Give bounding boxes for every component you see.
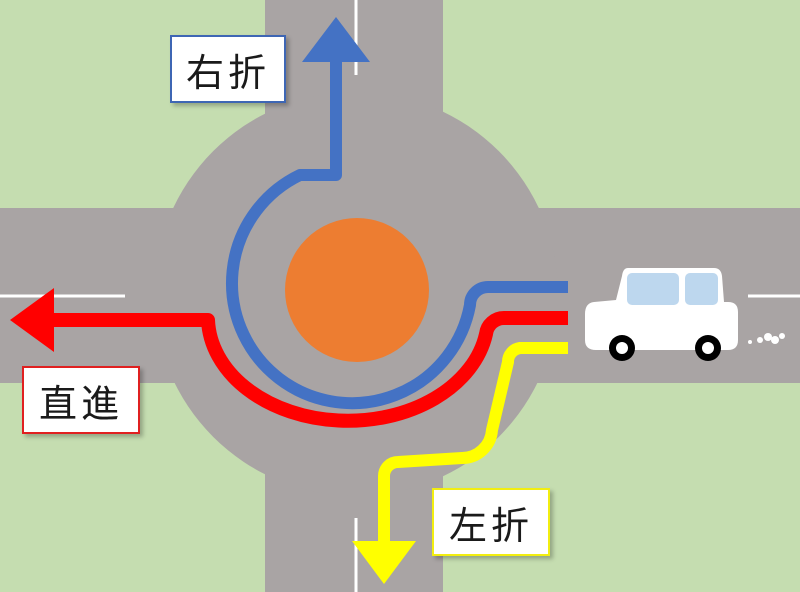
car-icon bbox=[585, 268, 785, 361]
right-turn-path bbox=[226, 17, 568, 410]
right-turn-label: 右折 bbox=[170, 35, 286, 103]
center-island bbox=[285, 218, 429, 362]
car-hubcap-rear bbox=[702, 342, 714, 354]
left-turn-label: 左折 bbox=[432, 488, 550, 556]
car-window-front bbox=[627, 273, 679, 305]
exhaust-puff bbox=[748, 333, 785, 344]
right-turn-arrowhead bbox=[302, 17, 370, 62]
left-turn-arrowhead bbox=[352, 541, 416, 584]
car-hubcap-front bbox=[616, 342, 628, 354]
straight-arrowhead bbox=[10, 288, 54, 352]
straight-label: 直進 bbox=[22, 366, 140, 434]
left-turn-path bbox=[352, 342, 568, 584]
straight-path bbox=[10, 288, 568, 428]
car-window-rear bbox=[685, 273, 718, 305]
